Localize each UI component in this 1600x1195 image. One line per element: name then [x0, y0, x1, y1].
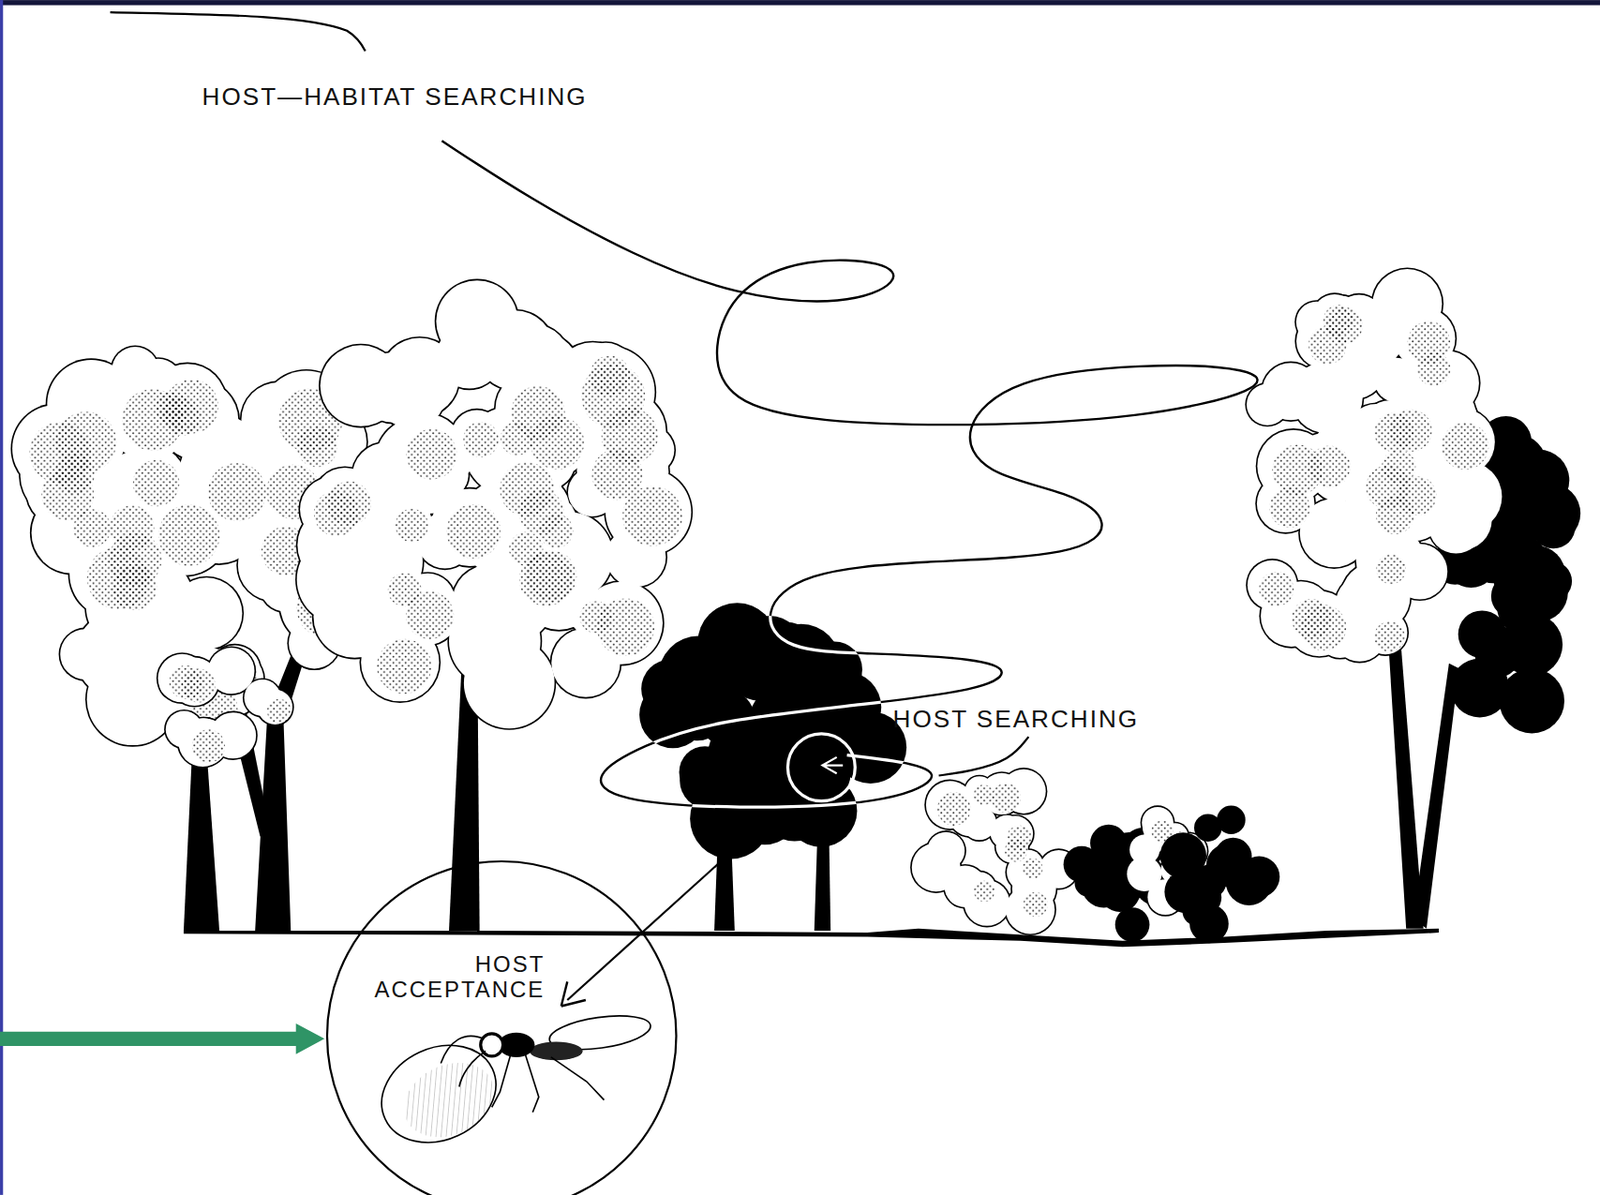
inset-drawing [365, 1010, 653, 1161]
flight-path [0, 140, 1258, 1054]
leader-arrow [567, 828, 757, 1001]
tree-canopy [1244, 267, 1504, 663]
tree-canopy [156, 645, 295, 768]
tree-trunk [1413, 663, 1460, 929]
ground-line [183, 928, 1439, 948]
flight-line-white [441, 140, 1257, 808]
host-acceptance-circle: HOST ACCEPTANCE [326, 860, 677, 1195]
zoom-circle [787, 733, 855, 802]
dark-bush [1160, 806, 1281, 944]
flight-trace [110, 12, 366, 51]
tree-canopy [295, 279, 693, 731]
wasp-legs [440, 1035, 604, 1112]
leader-line [939, 736, 1030, 776]
egg-shading [391, 1048, 507, 1152]
stage-label: HOST SEARCHING [893, 705, 1140, 733]
trees [10, 267, 1581, 947]
pointer-arrow [0, 1023, 325, 1055]
wasp-abdomen [529, 1042, 584, 1062]
bush [910, 767, 1079, 936]
arrow-head [561, 981, 586, 1006]
frame-top [0, 0, 1600, 5]
frame-left [0, 0, 3, 1195]
flight-line [441, 140, 1257, 808]
stage-label: HOST—HABITAT SEARCHING [202, 83, 588, 111]
tiny-wasp [822, 757, 843, 774]
host-egg [365, 1027, 512, 1161]
node-label: HOST ACCEPTANCE [341, 951, 546, 1003]
circle-outline [326, 860, 677, 1195]
dark-tree-canopy [639, 602, 907, 859]
